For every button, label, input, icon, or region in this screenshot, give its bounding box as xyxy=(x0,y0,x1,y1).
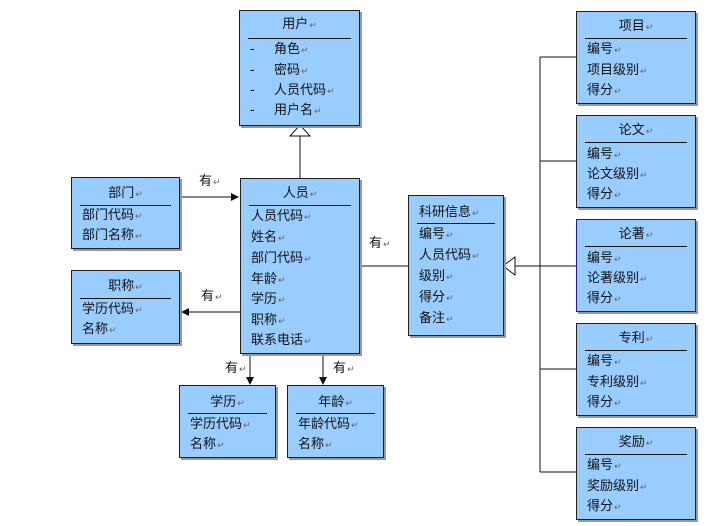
edge-label-dept-person: 有↵ xyxy=(199,174,221,189)
research-field: 备注↵ xyxy=(419,311,454,326)
paper-title-rule xyxy=(585,142,687,143)
patent-entity: 专利↵ 编号↵ 专利级别↵ 得分↵ xyxy=(576,323,696,416)
education-field: 名称↵ xyxy=(190,437,225,452)
project-field: 项目级别↵ xyxy=(587,63,648,78)
award-title-rule xyxy=(585,454,687,455)
edge-label-person-jobtitle: 有↵ xyxy=(201,289,223,304)
dept-field: 部门代码↵ xyxy=(82,208,143,223)
person-field: 学历↵ xyxy=(251,292,286,307)
education-title-rule xyxy=(188,413,267,414)
user-field-staff-code: -人员代码↵ xyxy=(250,83,335,98)
paper-field: 得分↵ xyxy=(587,187,622,202)
user-title-rule xyxy=(248,38,351,39)
research-title: 科研信息↵ xyxy=(419,205,480,220)
award-entity: 奖励↵ 编号↵ 奖励级别↵ 得分↵ xyxy=(576,427,696,520)
user-inheritance-triangle xyxy=(288,124,312,137)
paper-field: 论文级别↵ xyxy=(587,167,648,182)
patent-title: 专利↵ xyxy=(618,331,654,346)
age-field: 名称↵ xyxy=(298,437,333,452)
award-field: 奖励级别↵ xyxy=(587,479,648,494)
education-field: 学历代码↵ xyxy=(190,417,251,432)
book-field: 论著级别↵ xyxy=(587,271,648,286)
award-field: 编号↵ xyxy=(587,458,622,473)
dept-field: 部门名称↵ xyxy=(82,228,143,243)
jobtitle-entity: 职称↵ 学历代码↵ 名称↵ xyxy=(71,270,180,344)
patent-field: 专利级别↵ xyxy=(587,375,648,390)
person-title-rule xyxy=(249,205,351,206)
research-inheritance-triangle xyxy=(502,256,516,276)
dept-title-rule xyxy=(80,205,171,206)
jobtitle-title-rule xyxy=(80,298,171,299)
jobtitle-field: 名称↵ xyxy=(82,322,117,337)
user-field-username: -用户名↵ xyxy=(250,103,322,118)
research-field: 人员代码↵ xyxy=(419,248,480,263)
research-entity: 科研信息↵ 编号↵ 人员代码↵ 级别↵ 得分↵ 备注↵ xyxy=(408,195,504,336)
edge-label-person-research: 有↵ xyxy=(369,236,391,251)
award-title: 奖励↵ xyxy=(618,435,654,450)
patent-field: 编号↵ xyxy=(587,354,622,369)
edge-label-person-age: 有↵ xyxy=(333,361,355,376)
dept-title: 部门↵ xyxy=(108,186,143,201)
research-field: 得分↵ xyxy=(419,290,454,305)
education-title: 学历↵ xyxy=(210,395,245,410)
research-field: 级别↵ xyxy=(419,269,454,284)
patent-title-rule xyxy=(585,350,687,351)
user-entity: 用户↵ -角色↵ -密码↵ -人员代码↵ -用户名↵ xyxy=(239,10,360,126)
paper-field: 编号↵ xyxy=(587,147,622,162)
book-title-rule xyxy=(585,246,687,247)
jobtitle-title: 职称↵ xyxy=(108,279,143,294)
age-entity: 年龄↵ 年龄代码↵ 名称↵ xyxy=(287,385,384,458)
book-field: 得分↵ xyxy=(587,291,622,306)
award-field: 得分↵ xyxy=(587,499,622,514)
age-title: 年龄↵ xyxy=(318,395,353,410)
project-title: 项目↵ xyxy=(618,19,654,34)
user-field-password: -密码↵ xyxy=(250,63,309,78)
book-entity: 论著↵ 编号↵ 论著级别↵ 得分↵ xyxy=(576,219,696,312)
person-field: 年龄↵ xyxy=(251,272,286,287)
edge-label-person-education: 有↵ xyxy=(225,361,247,376)
research-title-rule xyxy=(417,223,495,224)
research-field: 编号↵ xyxy=(419,227,454,242)
user-field-role: -角色↵ xyxy=(250,42,309,57)
person-entity: 人员↵ 人员代码↵ 姓名↵ 部门代码↵ 年龄↵ 学历↵ 职称↵ 联系电话↵ xyxy=(240,178,360,354)
age-field: 年龄代码↵ xyxy=(298,417,359,432)
book-title: 论著↵ xyxy=(618,227,654,242)
education-entity: 学历↵ 学历代码↵ 名称↵ xyxy=(179,385,276,458)
person-title: 人员↵ xyxy=(282,186,318,201)
person-field: 人员代码↵ xyxy=(251,209,312,224)
patent-field: 得分↵ xyxy=(587,395,622,410)
paper-entity: 论文↵ 编号↵ 论文级别↵ 得分↵ xyxy=(576,115,696,208)
person-field: 姓名↵ xyxy=(251,230,286,245)
project-title-rule xyxy=(585,38,687,39)
jobtitle-field: 学历代码↵ xyxy=(82,302,143,317)
project-entity: 项目↵ 编号↵ 项目级别↵ 得分↵ xyxy=(576,11,696,104)
user-title: 用户↵ xyxy=(282,17,317,32)
person-field: 联系电话↵ xyxy=(251,333,312,348)
age-title-rule xyxy=(296,413,375,414)
person-field: 职称↵ xyxy=(251,313,286,328)
dept-entity: 部门↵ 部门代码↵ 部门名称↵ xyxy=(71,177,180,249)
paper-title: 论文↵ xyxy=(618,123,654,138)
project-field: 编号↵ xyxy=(587,42,622,57)
book-field: 编号↵ xyxy=(587,251,622,266)
person-field: 部门代码↵ xyxy=(251,251,312,266)
project-field: 得分↵ xyxy=(587,83,622,98)
